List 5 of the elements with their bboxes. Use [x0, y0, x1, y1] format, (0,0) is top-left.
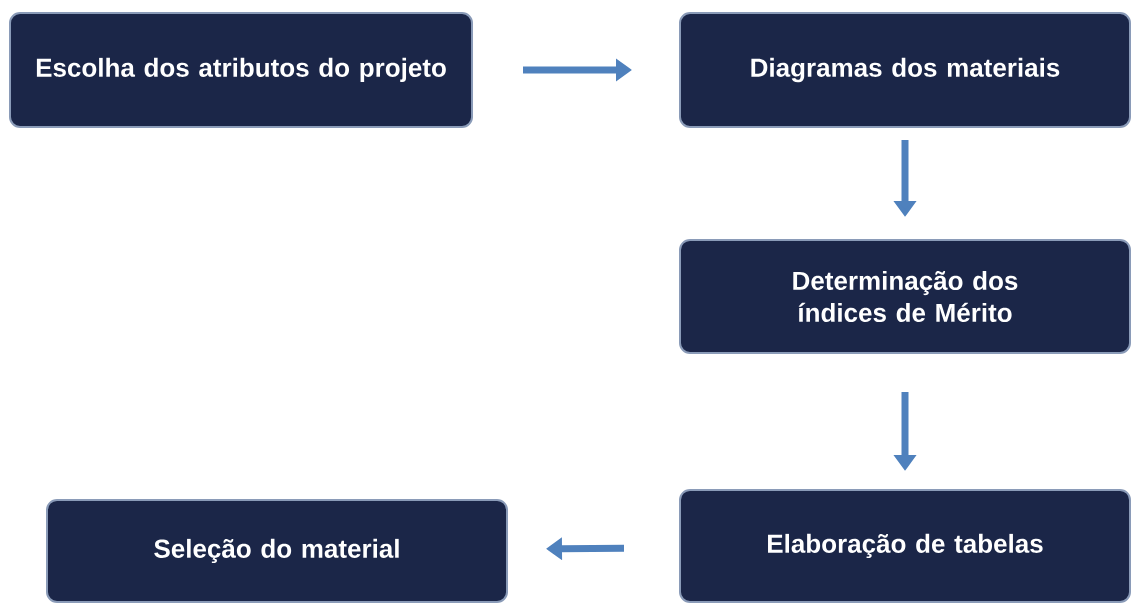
process-box: Elaboração de tabelas: [679, 489, 1131, 603]
process-box: Determinação dos índices de Mérito: [679, 239, 1131, 354]
process-box: Seleção do material: [46, 499, 508, 603]
process-box: Escolha dos atributos do projeto: [9, 12, 473, 128]
process-box: Diagramas dos materiais: [679, 12, 1131, 128]
